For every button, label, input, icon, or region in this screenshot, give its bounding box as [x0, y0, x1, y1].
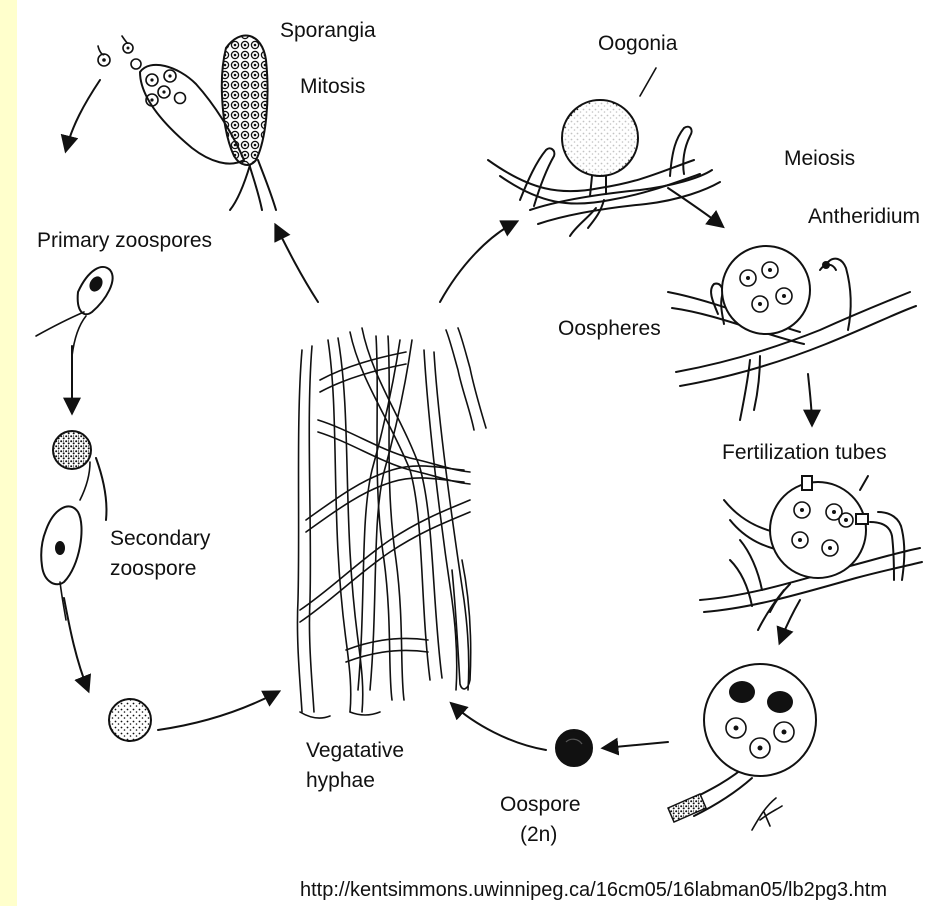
- primary-zoospore-illustration: [36, 267, 113, 356]
- encysted-spore: [53, 431, 91, 469]
- oospheres-illustration: [668, 246, 916, 420]
- arrow-to-primary-zoospores: [66, 80, 100, 150]
- label-zoospore: zoospore: [110, 558, 196, 579]
- sporangia-illustration: [98, 36, 276, 211]
- cycle-arrows: [64, 80, 812, 750]
- label-sporangia: Sporangia: [280, 20, 376, 41]
- encysted-secondary-spore: [109, 699, 151, 741]
- oogonium-illustration: [488, 68, 720, 236]
- arrow-mature-to-oospore: [604, 742, 668, 748]
- label-mitosis: Mitosis: [300, 76, 365, 97]
- arrow-hyphae-to-oogonia: [440, 222, 516, 302]
- arrow-cyst-to-hyphae: [158, 692, 278, 730]
- arrow-secondary-to-cyst: [64, 598, 88, 690]
- label-secondary: Secondary: [110, 528, 210, 549]
- label-vegatative: Vegatative: [306, 740, 404, 761]
- label-fertilization-tubes: Fertilization tubes: [722, 442, 887, 463]
- secondary-zoospore-illustration: [41, 462, 90, 620]
- oospore-cell: [556, 730, 592, 766]
- label-meiosis: Meiosis: [784, 148, 855, 169]
- vegetative-hyphae-illustration: [297, 328, 486, 718]
- label-primary-zoospores: Primary zoospores: [37, 230, 212, 251]
- label-oogonia: Oogonia: [598, 33, 677, 54]
- arrow-cyst-to-secondary: [96, 458, 107, 520]
- label-oospore: Oospore: [500, 794, 581, 815]
- label-oospore-ploidy: (2n): [520, 824, 557, 845]
- arrow-oospheres-to-fertilization: [808, 374, 812, 424]
- source-url: http://kentsimmons.uwinnipeg.ca/16cm05/1…: [300, 880, 887, 900]
- label-antheridium: Antheridium: [808, 206, 920, 227]
- arrow-hyphae-to-sporangia: [276, 226, 318, 302]
- label-hyphae: hyphae: [306, 770, 375, 791]
- mature-oogonium-illustration: [668, 664, 816, 830]
- label-oospheres: Oospheres: [558, 318, 661, 339]
- fertilization-tubes-illustration: [700, 476, 922, 630]
- arrow-fertilization-to-mature: [780, 600, 800, 642]
- arrow-oospore-to-hyphae: [452, 704, 546, 750]
